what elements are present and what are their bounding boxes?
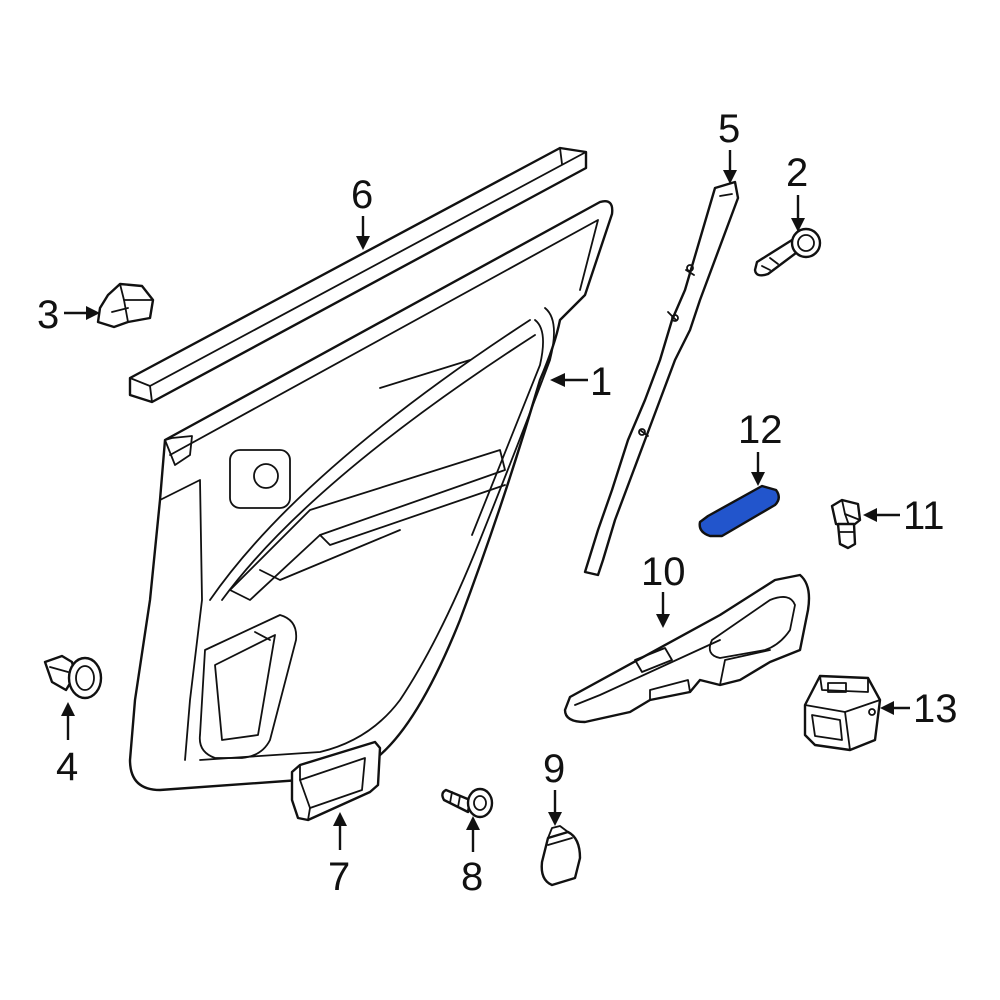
callout-labels: 1 2 3 4 5 6 7 8 9 10 11 12 13 [37, 107, 958, 899]
part-11-bolt[interactable] [830, 498, 862, 550]
callout-5: 5 [718, 107, 740, 151]
callout-2: 2 [786, 151, 808, 195]
part-12-armrest-pad[interactable] [698, 484, 780, 538]
callout-9: 9 [543, 747, 565, 791]
callout-7: 7 [328, 855, 350, 899]
callout-4: 4 [56, 745, 78, 789]
part-5-sealing-strip[interactable] [583, 180, 740, 577]
callout-12: 12 [738, 408, 783, 452]
part-6-belt-weatherstrip[interactable] [128, 146, 588, 404]
part-4-push-retainer[interactable] [43, 654, 103, 700]
callout-arrows [61, 150, 910, 852]
callout-1: 1 [590, 360, 612, 404]
part-13-window-switch[interactable] [803, 674, 882, 752]
part-8-bolt[interactable] [441, 787, 494, 819]
callout-10: 10 [641, 550, 686, 594]
part-2-bolt[interactable] [753, 227, 822, 277]
callout-6: 6 [351, 173, 373, 217]
callout-13: 13 [913, 687, 958, 731]
part-1-door-trim-panel[interactable] [128, 200, 614, 792]
part-3-clip[interactable] [96, 282, 155, 329]
part-7-pull-cup[interactable] [290, 740, 382, 822]
part-10-switch-bezel[interactable] [563, 573, 811, 724]
callout-11: 11 [903, 494, 945, 538]
part-9-cover-cap[interactable] [540, 825, 582, 887]
callout-3: 3 [37, 293, 59, 337]
callout-8: 8 [461, 855, 483, 899]
